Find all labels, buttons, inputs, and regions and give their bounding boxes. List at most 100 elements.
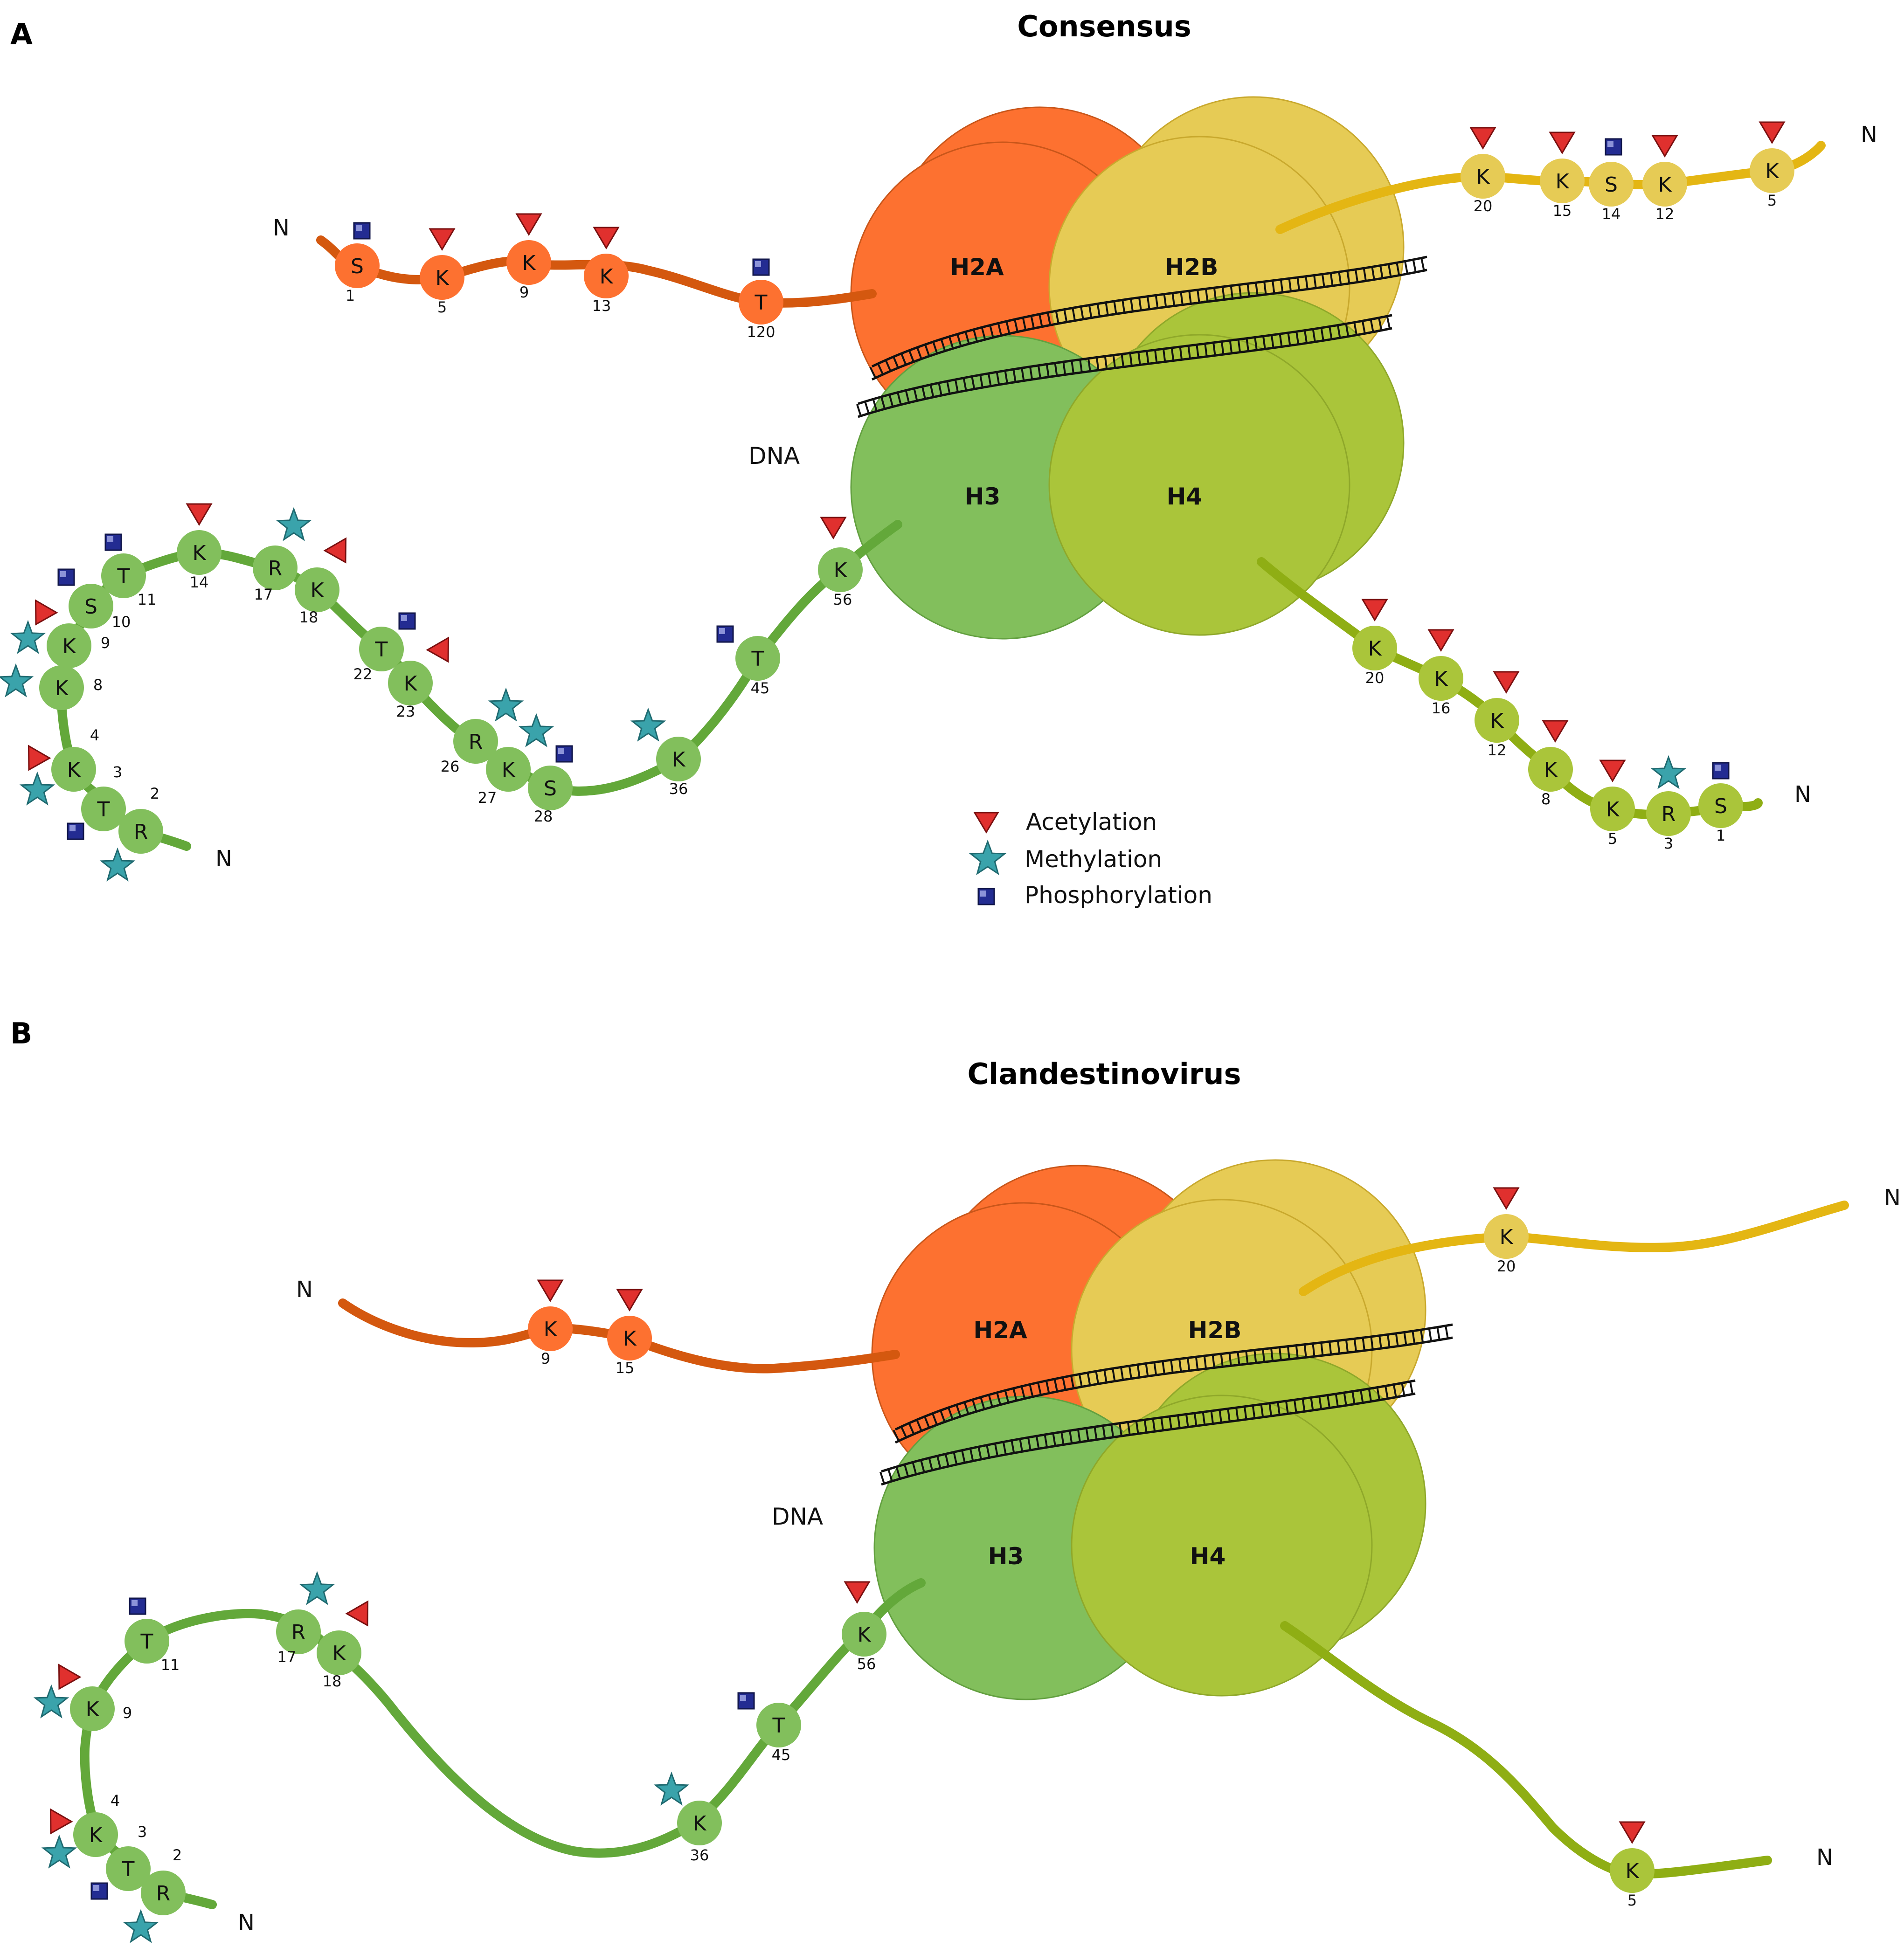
h2b-tail (1299, 1201, 1849, 1296)
h4-label: H4 (1190, 1543, 1226, 1570)
h2a-tail (338, 1298, 900, 1374)
residue-letter: T (772, 1714, 785, 1738)
residue-letter: K (86, 1698, 100, 1721)
residue-letter: K (62, 635, 76, 658)
methylation-star-icon (0, 663, 34, 697)
residue-h3-k4: K4 (41, 1792, 120, 1869)
residue-letter: K (693, 1812, 707, 1836)
residue-letter: K (67, 758, 81, 782)
residue-position: 14 (1602, 205, 1621, 223)
residue-letter: K (502, 758, 516, 782)
phosphorylation-square-highlight (719, 628, 725, 634)
residue-position: 9 (519, 283, 529, 301)
h4-lobe (1048, 334, 1350, 636)
residue-letter: K (332, 1642, 346, 1665)
residue-bead (607, 1316, 652, 1360)
acetylation-triangle-icon (515, 213, 542, 236)
acetylation-triangle-icon (1469, 127, 1496, 150)
residue-position: 4 (90, 726, 99, 744)
residue-h2a-k15: K15 (607, 1289, 652, 1377)
residue-bead (1352, 626, 1397, 670)
acetylation-triangle-icon (28, 745, 51, 771)
residue-position: 5 (1627, 1892, 1637, 1909)
methylation-star-icon (1650, 755, 1687, 789)
residue-position: 15 (616, 1359, 635, 1377)
methylation-star-icon (488, 687, 524, 722)
residue-h2a-s1: S1 (335, 222, 380, 304)
phosphorylation-square-highlight (1607, 141, 1613, 147)
acetylation-triangle-icon (1619, 1821, 1646, 1844)
residue-h3-t45: T45 (716, 625, 780, 697)
phosphorylation-square-highlight (740, 1695, 746, 1701)
residue-letter: K (858, 1623, 872, 1647)
residue-position: 3 (1664, 835, 1673, 852)
acetylation-triangle-icon (323, 537, 347, 564)
legend-label-phosphorylation: Phosphorylation (1025, 882, 1212, 909)
acetylation-triangle-icon (1361, 599, 1388, 621)
residue-h3-t11: T11 (101, 533, 156, 608)
phosphorylation-square-highlight (980, 891, 986, 897)
residue-letter: K (1368, 637, 1382, 661)
residue-bead (125, 1619, 169, 1664)
residue-position: 5 (437, 298, 447, 316)
residue-bead (1698, 783, 1743, 828)
residue-bead (818, 547, 863, 592)
residue-bead (1475, 698, 1519, 743)
residue-bead (1461, 154, 1505, 199)
residue-position: 11 (161, 1656, 180, 1674)
residue-letter: K (1476, 165, 1490, 189)
h2b-label: H2B (1165, 254, 1219, 281)
residue-bead (39, 665, 84, 710)
residue-letter: K (55, 677, 69, 700)
residue-h3-r17: R17 (276, 1571, 335, 1666)
residue-letter: S (84, 595, 97, 619)
residue-letter: R (156, 1882, 171, 1906)
residue-bead (141, 1871, 186, 1915)
legend-label-acetylation: Acetylation (1026, 808, 1157, 835)
residue-bead (101, 553, 146, 598)
residue-position: 9 (101, 634, 110, 652)
residue-h2a-k13: K13 (584, 227, 629, 315)
residue-bead (118, 809, 163, 854)
residue-h3-s28: S28 (528, 745, 573, 825)
residue-letter: K (1500, 1225, 1514, 1249)
acetylation-triangle-icon (820, 517, 847, 539)
residue-position: 3 (113, 763, 122, 781)
legend-phosphorylation: Phosphorylation (977, 882, 1212, 909)
dna-label: DNA (748, 442, 800, 470)
residue-position: 12 (1655, 205, 1675, 223)
residue-letter: T (117, 565, 130, 588)
residue-letter: T (122, 1857, 135, 1881)
methylation-star-icon (123, 1909, 159, 1943)
methylation-star-icon (518, 713, 554, 747)
residue-h2a-k5: K5 (420, 228, 464, 316)
n-terminus-h2a: N (273, 215, 290, 241)
residue-h3-k18: K18 (295, 537, 347, 626)
h2b-label: H2B (1188, 1317, 1242, 1344)
residue-h3-t22: T22 (353, 612, 416, 683)
residue-h3-k36: K36 (630, 707, 701, 798)
residue-h4-k8: K8 (1528, 720, 1573, 808)
residue-bead (735, 636, 780, 681)
residue-bead (73, 1812, 118, 1857)
residue-h3-k18: K18 (317, 1600, 369, 1690)
residue-position: 17 (254, 586, 273, 603)
residue-position: 3 (138, 1823, 147, 1841)
residue-bead (420, 255, 464, 300)
residue-position: 12 (1488, 741, 1507, 759)
acetylation-triangle-icon (593, 227, 620, 249)
n-terminus-h4: N (1816, 1844, 1833, 1871)
residue-h3-k4: K4 (19, 726, 99, 806)
acetylation-triangle-icon (1493, 671, 1520, 694)
residue-letter: K (1658, 173, 1672, 197)
residue-letter: K (1626, 1859, 1640, 1883)
methylation-star-icon (19, 771, 55, 806)
residue-position: 36 (669, 780, 688, 798)
residue-letter: S (1605, 173, 1618, 197)
residue-h3-t11: T11 (125, 1597, 180, 1674)
acetylation-triangle-icon (426, 636, 450, 663)
residue-letter: T (755, 291, 768, 315)
residue-letter: R (291, 1621, 306, 1644)
residue-bead (677, 1801, 722, 1845)
